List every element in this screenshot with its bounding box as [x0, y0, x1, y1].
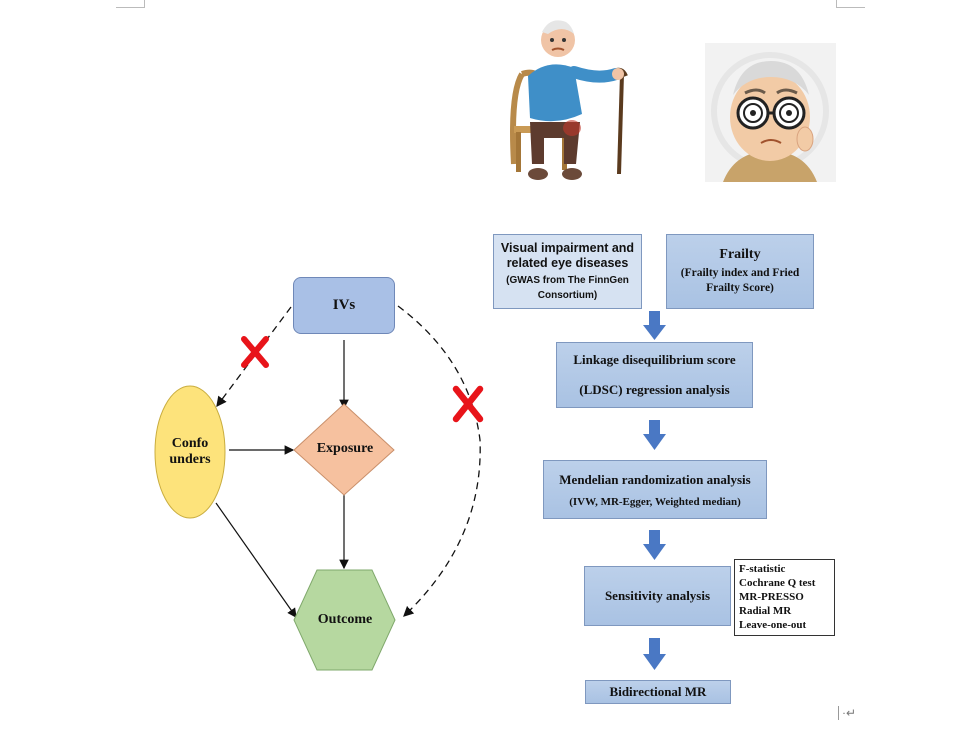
- method-item: F-statistic: [739, 563, 786, 575]
- cross-icon: [241, 336, 269, 368]
- mr-analysis-title: Mendelian randomization analysis: [559, 471, 751, 487]
- method-item: Cochrane Q test: [739, 577, 816, 589]
- ivs-label: IVs: [332, 297, 356, 313]
- outcome-box-title: Frailty: [719, 247, 761, 262]
- confounders-label-line2: unders: [169, 452, 211, 467]
- exposure-box-title-line1: Visual impairment and: [500, 240, 635, 255]
- exposure-text: Exposure: [316, 441, 374, 456]
- confounders-label-line1: Confo: [171, 436, 209, 451]
- page-corner-mark-left: [116, 0, 145, 8]
- exposure-box-source-line2: Consortium): [537, 289, 598, 301]
- outcome-text: Outcome: [317, 612, 373, 627]
- bidirectional-mr-label: Bidirectional MR: [609, 684, 707, 699]
- mr-analysis-box: Mendelian randomization analysis (IVW, M…: [543, 460, 767, 519]
- exposure-label: Exposure: [300, 438, 390, 460]
- arrow-confounders-to-outcome: [215, 502, 297, 618]
- outcome-data-box: Frailty (Frailty index and Fried Frailty…: [666, 234, 814, 309]
- exposure-box-title-line2: related eye diseases: [506, 255, 629, 270]
- method-item: Leave-one-out: [739, 619, 807, 631]
- bidirectional-mr-box: Bidirectional MR: [585, 680, 731, 704]
- confounders-ellipse: [154, 385, 226, 519]
- outcome-label: Outcome: [300, 609, 390, 631]
- confounders-label: Confo unders: [160, 432, 220, 472]
- sensitivity-methods-list: F-statistic Cochrane Q test MR-PRESSO Ra…: [734, 559, 835, 636]
- ldsc-line2: (LDSC) regression analysis: [579, 382, 730, 397]
- dashed-arrow-ivs-to-outcome: [397, 305, 481, 617]
- outcome-box-sub-line2: Frailty Score): [706, 282, 774, 294]
- sensitivity-analysis-box: Sensitivity analysis: [584, 566, 731, 626]
- flow-arrow-down-icon: [643, 311, 666, 340]
- flow-arrow-down-icon: [643, 638, 666, 670]
- ldsc-box: Linkage disequilibrium score (LDSC) regr…: [556, 342, 753, 408]
- cross-icon: [452, 385, 484, 423]
- outcome-hexagon: [293, 569, 396, 671]
- exposure-box-source-line1: (GWAS from The FinnGen: [506, 274, 629, 286]
- flow-arrow-down-icon: [643, 420, 666, 450]
- mr-analysis-methods: (IVW, MR-Egger, Weighted median): [569, 495, 741, 508]
- flow-arrow-down-icon: [643, 530, 666, 560]
- ldsc-line1: Linkage disequilibrium score: [573, 352, 736, 367]
- paragraph-mark-text: ·↵: [842, 706, 857, 720]
- exposure-diamond: [293, 403, 395, 496]
- elderly-man-vision-impaired-illustration: [705, 43, 836, 182]
- sensitivity-analysis-label: Sensitivity analysis: [604, 588, 711, 603]
- method-item: MR-PRESSO: [739, 591, 804, 603]
- exposure-data-box: Visual impairment and related eye diseas…: [493, 234, 642, 309]
- paragraph-mark: ·↵: [838, 706, 856, 720]
- ivs-node: IVs: [293, 277, 395, 334]
- elderly-man-with-cane-illustration: [510, 20, 628, 180]
- method-item: Radial MR: [739, 605, 792, 617]
- outcome-box-sub-line1: (Frailty index and Fried: [680, 267, 800, 279]
- page-corner-mark-right: [836, 0, 865, 8]
